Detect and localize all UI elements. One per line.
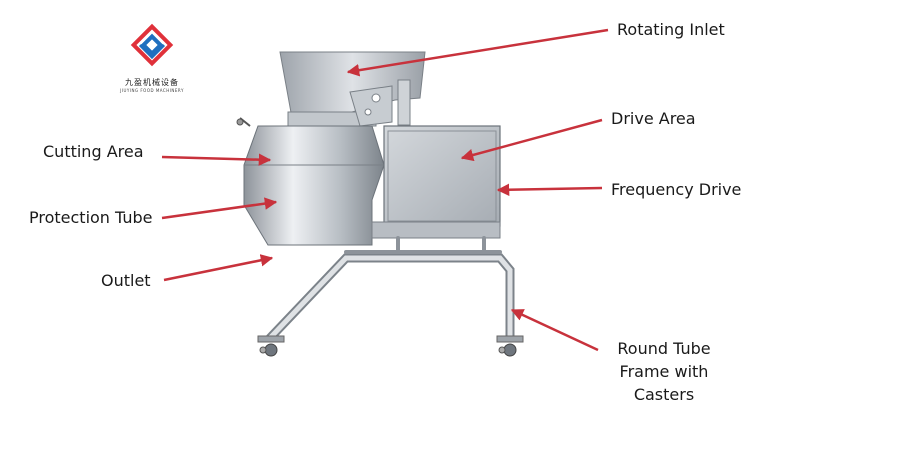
logo-text-cn: 九盈机械设备 xyxy=(125,78,179,87)
arrow-cutting-area xyxy=(161,153,272,166)
label-frame-line-1: Round Tube xyxy=(617,339,711,358)
callout-arrows xyxy=(161,28,609,352)
label-frame-line-3: Casters xyxy=(633,385,695,404)
label-protection-tube: Protection Tube xyxy=(29,208,153,227)
arrow-rotating-inlet xyxy=(346,28,609,77)
caster-right xyxy=(496,335,524,357)
label-outlet: Outlet xyxy=(101,271,151,290)
label-drive-area: Drive Area xyxy=(611,109,696,128)
label-rotating-inlet: Rotating Inlet xyxy=(617,20,725,39)
label-round-tube-frame: Round Tube Frame with Casters xyxy=(594,337,734,406)
jiuying-logo xyxy=(130,23,174,67)
arrow-drive-area xyxy=(460,118,603,162)
rotating-inlet-hopper xyxy=(279,51,426,127)
arrow-frequency-drive xyxy=(496,183,603,197)
arrow-round-tube-frame xyxy=(510,308,599,352)
label-cutting-area: Cutting Area xyxy=(43,142,144,161)
logo-text-en: JIUYING FOOD MACHINERY xyxy=(120,88,184,93)
drive-box xyxy=(371,125,501,239)
cutting-drum xyxy=(236,117,385,246)
tube-frame xyxy=(265,236,515,343)
label-frequency-drive: Frequency Drive xyxy=(611,180,742,199)
caster-left xyxy=(257,335,285,357)
arrow-protection-tube xyxy=(161,197,278,220)
arrow-outlet xyxy=(163,254,274,282)
label-frame-line-2: Frame with xyxy=(619,362,709,381)
